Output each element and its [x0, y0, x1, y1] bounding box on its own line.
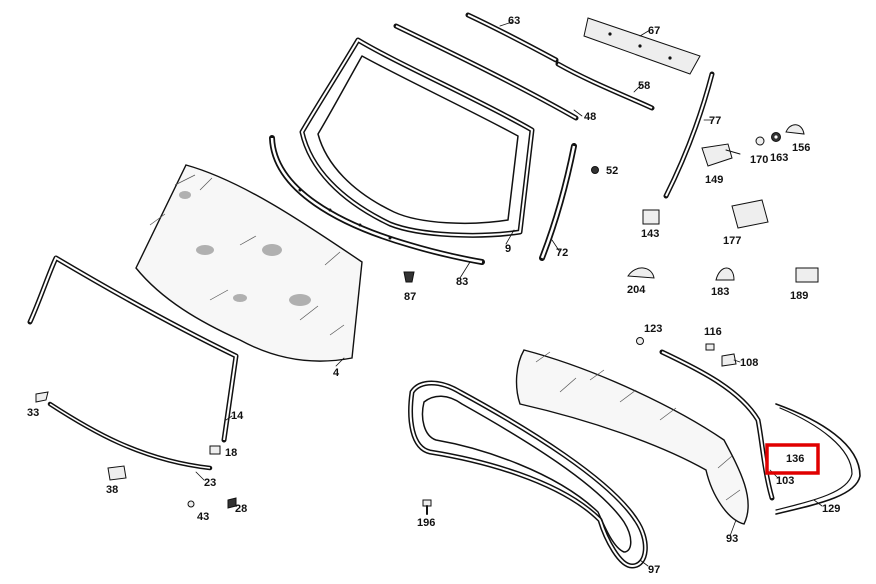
- label-108: 108: [740, 357, 758, 369]
- header-bracket-67[interactable]: [583, 17, 701, 75]
- label-156: 156: [792, 142, 810, 154]
- rear-window-glass[interactable]: [515, 349, 749, 525]
- label-149: 149: [705, 174, 723, 186]
- rear-window-seal[interactable]: [408, 380, 648, 569]
- lower-trim-strip[interactable]: [269, 135, 485, 265]
- windshield-glass[interactable]: [135, 164, 363, 362]
- label-116: 116: [704, 326, 722, 338]
- clip-204[interactable]: [627, 267, 655, 279]
- label-87: 87: [404, 291, 416, 303]
- box-177[interactable]: [731, 199, 769, 229]
- label-196: 196: [417, 517, 435, 529]
- highlight-box-136: [765, 443, 820, 475]
- label-9: 9: [505, 243, 511, 255]
- label-143: 143: [641, 228, 659, 240]
- pillar-strip-72[interactable]: [539, 143, 577, 261]
- label-28: 28: [235, 503, 247, 515]
- label-93: 93: [726, 533, 738, 545]
- label-48: 48: [584, 111, 596, 123]
- label-72: 72: [556, 247, 568, 259]
- roof-trim-63[interactable]: [465, 12, 559, 63]
- label-38: 38: [106, 484, 118, 496]
- clip-28[interactable]: [227, 497, 237, 509]
- label-14: 14: [231, 410, 244, 422]
- block-143[interactable]: [642, 209, 660, 225]
- clip-33[interactable]: [35, 391, 49, 403]
- clip-87[interactable]: [403, 271, 415, 283]
- label-18: 18: [225, 447, 237, 459]
- label-204: 204: [627, 284, 646, 296]
- label-67: 67: [648, 25, 660, 37]
- label-189: 189: [790, 290, 808, 302]
- windshield-seal[interactable]: [299, 37, 535, 238]
- label-83: 83: [456, 276, 468, 288]
- part-labels: 63 67 58 48 77 156 170 163 149 52 9 72 1…: [27, 15, 840, 576]
- grommet-163[interactable]: [771, 132, 781, 142]
- clip-18[interactable]: [209, 445, 221, 455]
- label-97: 97: [648, 564, 660, 576]
- label-170: 170: [750, 154, 768, 166]
- lower-strip-23[interactable]: [47, 401, 213, 471]
- label-183: 183: [711, 286, 729, 298]
- clip-123[interactable]: [636, 337, 644, 345]
- clip-108[interactable]: [721, 353, 737, 367]
- clip-116[interactable]: [705, 343, 715, 351]
- label-103: 103: [776, 475, 794, 487]
- label-58: 58: [638, 80, 650, 92]
- label-23: 23: [204, 477, 216, 489]
- clip-189[interactable]: [795, 267, 819, 283]
- label-177: 177: [723, 235, 741, 247]
- label-33: 33: [27, 407, 39, 419]
- label-43: 43: [197, 511, 209, 523]
- label-77: 77: [709, 115, 721, 127]
- label-136[interactable]: 136: [786, 453, 804, 465]
- label-123: 123: [644, 323, 662, 335]
- label-63: 63: [508, 15, 520, 27]
- pillar-strip-77[interactable]: [663, 71, 715, 199]
- cap-156[interactable]: [785, 124, 805, 135]
- clip-38[interactable]: [107, 465, 127, 481]
- bracket-149[interactable]: [701, 143, 741, 167]
- windshield-frame-14[interactable]: [27, 255, 239, 443]
- label-163: 163: [770, 152, 788, 164]
- screw-196[interactable]: [422, 499, 432, 515]
- clip-183[interactable]: [715, 267, 735, 281]
- clip-52[interactable]: [591, 166, 599, 174]
- roof-trim-58[interactable]: [555, 61, 655, 111]
- leader-lines: [195, 21, 823, 567]
- label-52: 52: [606, 165, 618, 177]
- label-4: 4: [333, 367, 340, 379]
- screw-43[interactable]: [187, 500, 195, 508]
- rear-strip-129[interactable]: [775, 403, 861, 515]
- label-129: 129: [822, 503, 840, 515]
- roof-trim-48[interactable]: [393, 23, 579, 121]
- grommet-170[interactable]: [755, 136, 765, 146]
